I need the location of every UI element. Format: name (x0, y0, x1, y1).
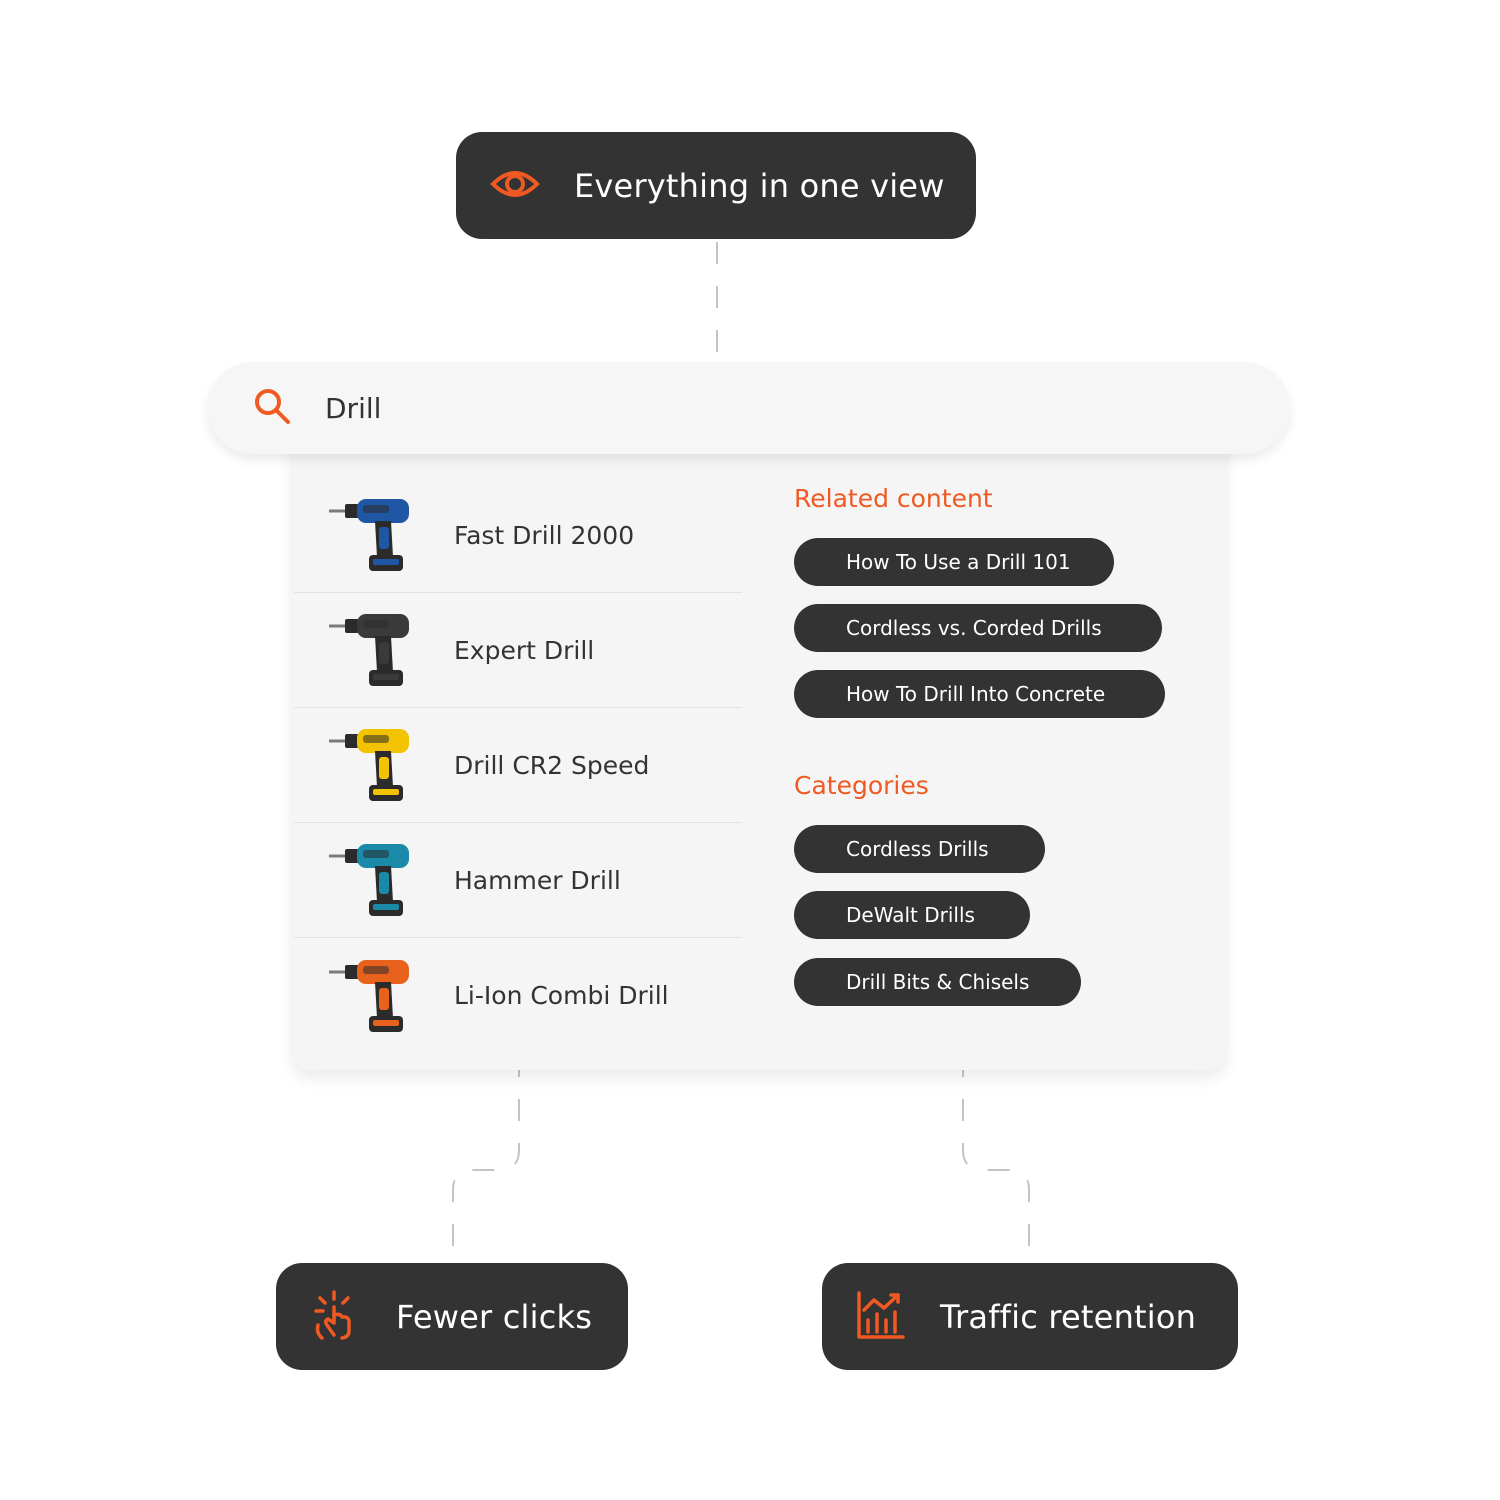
search-bar[interactable]: Drill (207, 362, 1290, 454)
drill-icon (318, 490, 428, 580)
eye-icon (490, 164, 540, 208)
everything-in-one-view-badge: Everything in one view (456, 132, 976, 239)
product-name: Li-Ion Combi Drill (454, 981, 669, 1010)
badge-label: Fewer clicks (396, 1297, 593, 1336)
product-item[interactable]: Hammer Drill (294, 823, 742, 938)
search-icon[interactable] (253, 387, 291, 429)
related-content-item[interactable]: How To Use a Drill 101 (794, 538, 1114, 586)
badge-label: Everything in one view (574, 166, 945, 205)
drill-icon (318, 951, 428, 1041)
related-content-title: Related content (794, 484, 993, 513)
product-name: Fast Drill 2000 (454, 520, 635, 550)
product-name: Hammer Drill (454, 865, 621, 895)
click-icon (314, 1289, 360, 1345)
product-item[interactable]: Li-Ion Combi Drill (294, 938, 742, 1053)
product-item[interactable]: Fast Drill 2000 (294, 478, 742, 593)
badge-label: Traffic retention (940, 1297, 1197, 1336)
category-item[interactable]: Drill Bits & Chisels (794, 958, 1081, 1006)
search-results-panel (290, 420, 1228, 1070)
category-item[interactable]: Cordless Drills (794, 825, 1045, 873)
search-query[interactable]: Drill (325, 391, 382, 425)
category-item[interactable]: DeWalt Drills (794, 891, 1030, 939)
product-name: Drill CR2 Speed (454, 750, 650, 780)
related-content-item[interactable]: How To Drill Into Concrete (794, 670, 1165, 718)
related-content-item[interactable]: Cordless vs. Corded Drills (794, 604, 1162, 652)
traffic-retention-badge: Traffic retention (822, 1263, 1238, 1370)
drill-icon (318, 835, 428, 925)
product-item[interactable]: Drill CR2 Speed (294, 708, 742, 823)
drill-icon (318, 605, 428, 695)
categories-title: Categories (794, 771, 929, 800)
drill-icon (318, 720, 428, 810)
product-item[interactable]: Expert Drill (294, 593, 742, 708)
product-name: Expert Drill (454, 635, 595, 665)
fewer-clicks-badge: Fewer clicks (276, 1263, 628, 1370)
chart-icon (856, 1290, 906, 1344)
